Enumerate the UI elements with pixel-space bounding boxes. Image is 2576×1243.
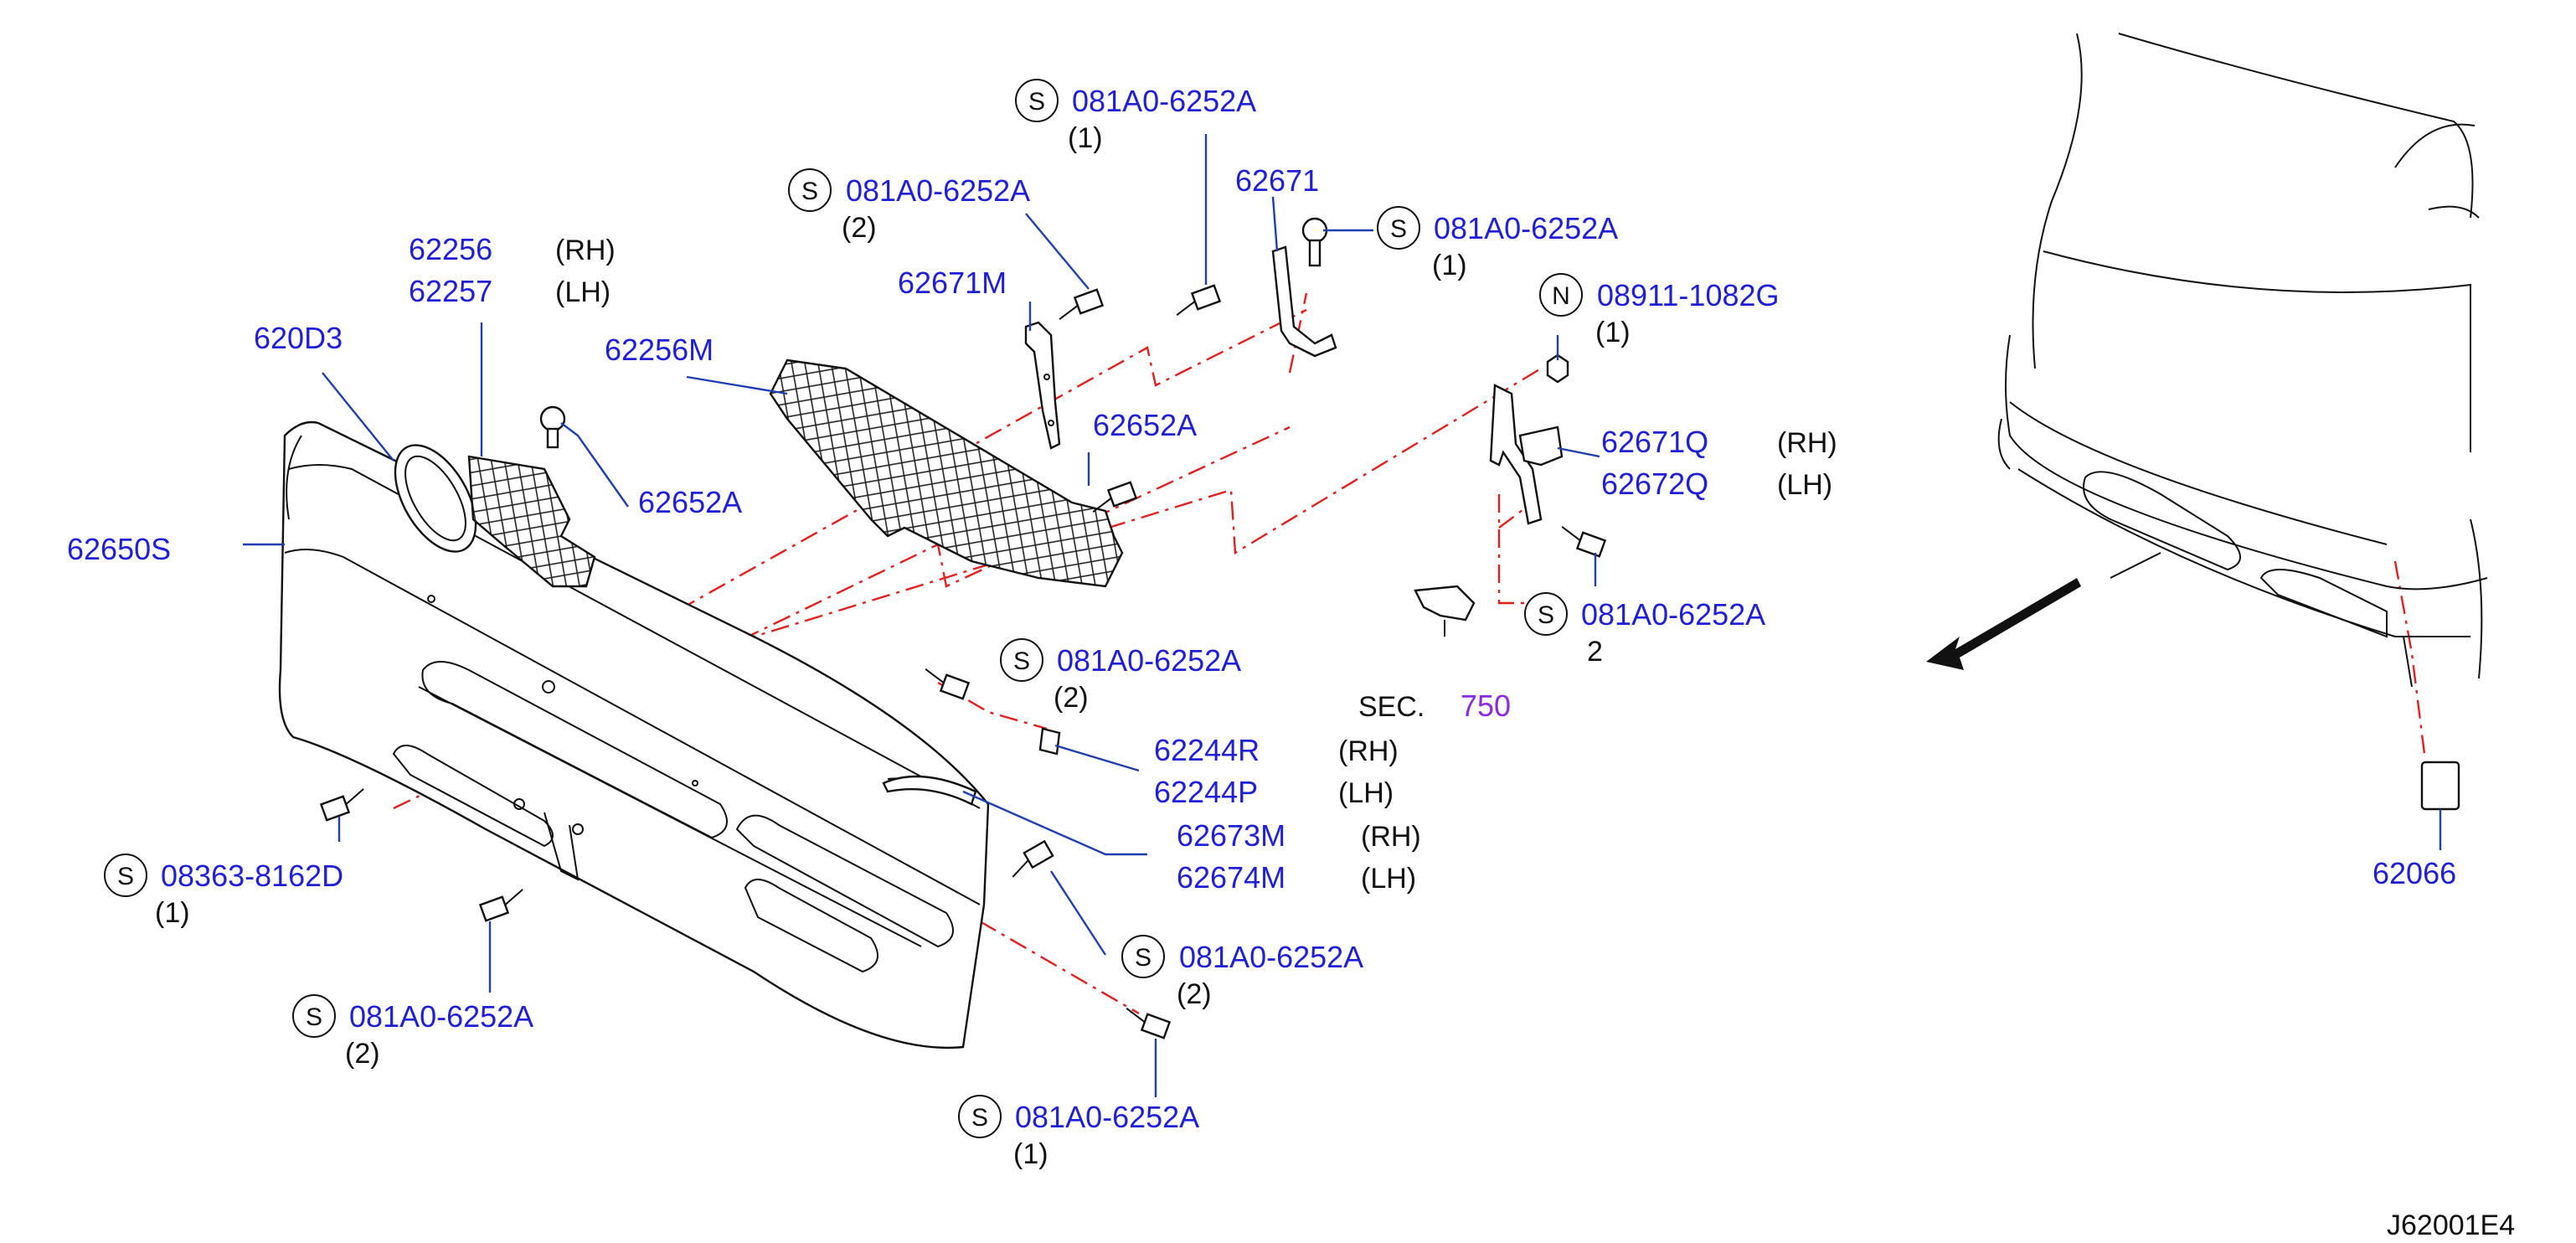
svg-text:S: S: [1028, 88, 1045, 116]
svg-text:(1): (1): [1595, 317, 1631, 348]
label-62674M-side: (LH): [1361, 863, 1416, 895]
svg-text:(1): (1): [1013, 1138, 1048, 1170]
svg-text:S: S: [1538, 601, 1554, 629]
callout-c4: N 08911-1082G (1): [1539, 273, 1780, 348]
label-62650S: 62650S: [67, 532, 171, 566]
side-grille-62256: [467, 455, 596, 588]
callout-c10: S 081A0-6252A (1): [958, 1095, 1199, 1170]
label-62671Q: 62671Q: [1601, 425, 1708, 459]
svg-text:N: N: [1552, 282, 1570, 310]
svg-text:(1): (1): [1068, 122, 1103, 154]
bracket-62671: [1271, 245, 1337, 358]
bolt-icon: [925, 668, 971, 700]
callout-c3: S 081A0-6252A (1): [1377, 206, 1618, 281]
bracket-62671M: [1024, 321, 1061, 450]
duct-620D3: [394, 444, 477, 553]
bolt-icon: [1092, 481, 1138, 513]
svg-text:081A0-6252A: 081A0-6252A: [1581, 597, 1765, 632]
center-grille-62256M: [769, 358, 1124, 588]
bolt-icon: [478, 889, 523, 922]
bolt-icon: [1012, 839, 1054, 878]
svg-text:(2): (2): [1177, 978, 1212, 1010]
label-62256-side: (RH): [555, 235, 616, 266]
svg-text:081A0-6252A: 081A0-6252A: [349, 999, 533, 1034]
svg-text:S: S: [1013, 647, 1030, 675]
label-62256M: 62256M: [605, 333, 714, 367]
label-62673M: 62673M: [1177, 818, 1285, 853]
bracket-62671Q: [1489, 384, 1564, 525]
svg-text:S: S: [117, 863, 134, 890]
leader-lines: [243, 134, 1600, 1097]
label-62066: 62066: [2372, 856, 2456, 890]
svg-text:S: S: [1135, 944, 1151, 972]
callout-c5: S 081A0-6252A 2: [1524, 592, 1765, 668]
label-620D3: 620D3: [254, 321, 343, 355]
part-labels: 62671 62671M 62256 (RH) 62257 (LH) 620D3…: [67, 163, 2515, 1241]
bolts: [319, 217, 1607, 1039]
label-62256: 62256: [409, 232, 492, 266]
vehicle-inset: [1926, 33, 2488, 850]
label-62671Q-side: (RH): [1777, 427, 1837, 459]
bolt-icon: [539, 405, 566, 449]
svg-text:08911-1082G: 08911-1082G: [1597, 278, 1780, 312]
label-62257: 62257: [409, 274, 492, 308]
bolt-icon: [1176, 284, 1222, 316]
svg-text:081A0-6252A: 081A0-6252A: [1179, 940, 1363, 974]
svg-text:08363-8162D: 08363-8162D: [161, 859, 343, 893]
callout-c7: S 08363-8162D (1): [104, 854, 343, 929]
svg-text:S: S: [306, 1003, 322, 1031]
svg-text:(2): (2): [345, 1038, 380, 1070]
clip-62244R: [1038, 727, 1061, 756]
callout-c1: S 081A0-6252A (1): [1015, 79, 1256, 154]
front-bumper-62650S: [278, 420, 990, 1050]
bolt-icon: [1561, 526, 1607, 558]
svg-text:S: S: [801, 178, 818, 205]
bolt-icon: [1126, 1008, 1172, 1039]
svg-text:S: S: [971, 1104, 988, 1132]
svg-text:081A0-6252A: 081A0-6252A: [1072, 84, 1256, 118]
label-62673M-side: (RH): [1361, 821, 1421, 853]
label-62257-side: (LH): [555, 276, 611, 308]
label-62671: 62671: [1235, 163, 1319, 198]
bracket-sec750: [1414, 585, 1476, 637]
label-62672Q: 62672Q: [1601, 467, 1708, 501]
svg-text:081A0-6252A: 081A0-6252A: [1015, 1100, 1199, 1134]
svg-text:2: 2: [1587, 636, 1603, 668]
label-62652A-left: 62652A: [638, 485, 742, 519]
svg-text:081A0-6252A: 081A0-6252A: [1434, 211, 1618, 245]
label-62244P-side: (LH): [1338, 777, 1394, 809]
svg-text:081A0-6252A: 081A0-6252A: [846, 173, 1030, 208]
section-ref-prefix: SEC.: [1358, 691, 1425, 723]
callout-c8: S 081A0-6252A (2): [1121, 935, 1363, 1010]
svg-text:(1): (1): [1432, 250, 1467, 281]
callout-c6: S 081A0-6252A (2): [1000, 638, 1241, 714]
label-62672Q-side: (LH): [1777, 469, 1832, 501]
section-ref-number: 750: [1461, 689, 1511, 723]
svg-text:(2): (2): [842, 212, 877, 244]
callout-c2: S 081A0-6252A (2): [788, 168, 1030, 244]
callout-c9: S 081A0-6252A (2): [292, 994, 533, 1070]
bolt-icon: [319, 788, 364, 822]
svg-text:S: S: [1390, 215, 1407, 243]
label-62674M: 62674M: [1177, 860, 1285, 895]
diagram-code: J62001E4: [2387, 1209, 2515, 1241]
bolt-icon: [1059, 288, 1105, 320]
bolt-icon: [1301, 217, 1328, 267]
label-62652A-top: 62652A: [1093, 408, 1197, 442]
label-62244R: 62244R: [1154, 733, 1260, 767]
label-62671M: 62671M: [898, 266, 1007, 300]
label-62244R-side: (RH): [1338, 735, 1399, 767]
svg-text:081A0-6252A: 081A0-6252A: [1057, 643, 1241, 678]
svg-text:(2): (2): [1054, 682, 1089, 714]
label-62244P: 62244P: [1154, 775, 1258, 809]
direction-arrow-icon: [1926, 578, 2081, 670]
svg-text:(1): (1): [155, 897, 190, 929]
